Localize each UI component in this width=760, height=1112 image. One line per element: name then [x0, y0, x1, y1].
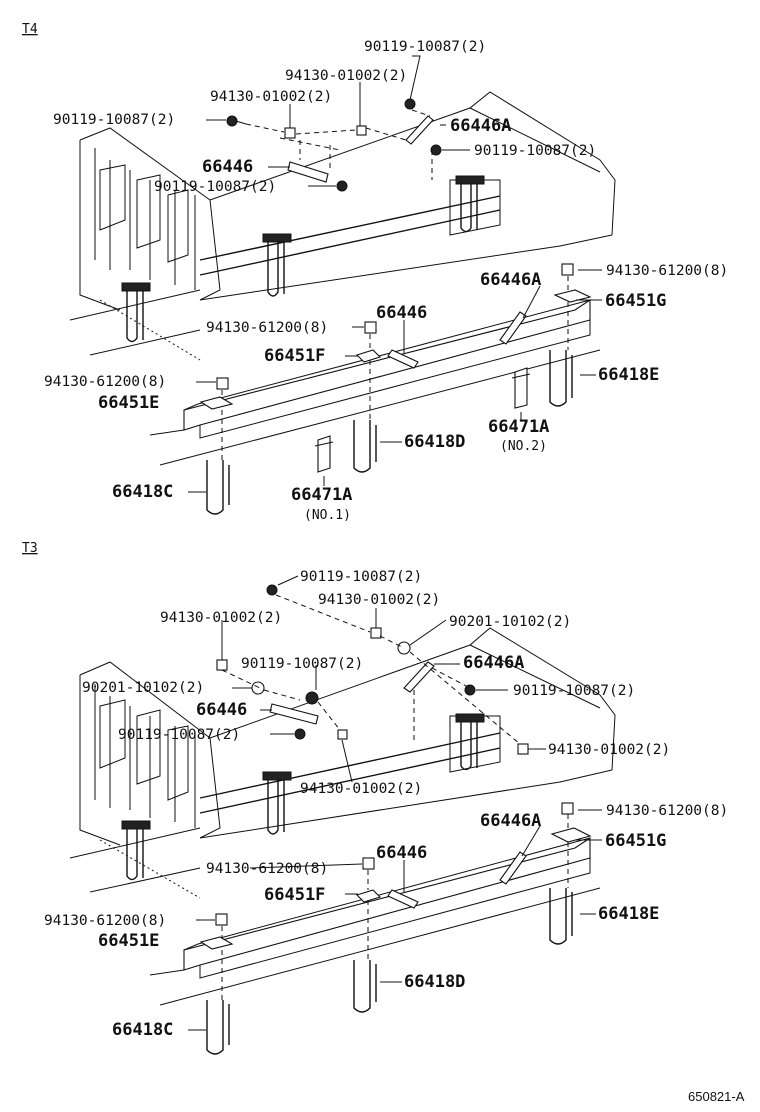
hardware-t4 [199, 98, 592, 515]
part-label: 90201-10102(2) [449, 614, 571, 630]
section-t3: T3 [22, 541, 728, 1055]
part-label: 66446 [376, 303, 427, 323]
part-label: 66446 [196, 700, 247, 720]
part-label: 66418D [404, 432, 465, 452]
part-label: 66451F [264, 346, 325, 366]
part-label: 66446 [376, 843, 427, 863]
part-label: 66471A [291, 485, 352, 505]
part-label: 90119-10087(2) [300, 569, 422, 585]
part-label: 66451G [605, 291, 666, 311]
diagram-reference-code: 650821-A [688, 1089, 745, 1104]
part-label: 66451E [98, 393, 159, 413]
leader-lines-t4 [99, 55, 602, 493]
part-label: 94130-61200(8) [606, 263, 728, 279]
part-label: 94130-61200(8) [44, 374, 166, 390]
part-label: (NO.2) [500, 439, 547, 454]
part-label: 94130-01002(2) [210, 89, 332, 105]
part-label: 94130-61200(8) [44, 913, 166, 929]
part-label: 90119-10087(2) [154, 179, 276, 195]
leader-lines-t3 [99, 575, 602, 1031]
section-tag-t3: T3 [22, 541, 38, 556]
part-label: 94130-01002(2) [318, 592, 440, 608]
part-label: 66446 [202, 157, 253, 177]
part-label: 94130-61200(8) [206, 861, 328, 877]
truck-bed-t3 [69, 627, 616, 893]
body-ubolts-t3 [121, 713, 485, 881]
part-label: 90119-10087(2) [513, 683, 635, 699]
sub-frame-rail-t4 [149, 298, 601, 466]
part-label: 66418E [598, 904, 659, 924]
part-label: 66451E [98, 931, 159, 951]
part-label: 66418C [112, 482, 173, 502]
part-label: 94130-61200(8) [606, 803, 728, 819]
section-tag-t4: T4 [22, 22, 38, 37]
part-label: 66418E [598, 365, 659, 385]
part-label: 66451G [605, 831, 666, 851]
hardware-t3 [199, 584, 592, 1055]
part-label: 94130-01002(2) [285, 68, 407, 84]
part-label: 90119-10087(2) [364, 39, 486, 55]
part-label: 66446A [450, 116, 511, 136]
labels-t3: 90119-10087(2) 94130-01002(2) 94130-0100… [44, 569, 728, 1040]
part-label: 90201-10102(2) [82, 680, 204, 696]
labels-t4: 90119-10087(2) 94130-01002(2) 94130-0100… [44, 39, 728, 523]
part-label: 90119-10087(2) [53, 112, 175, 128]
part-label: 90119-10087(2) [118, 727, 240, 743]
part-label: 94130-01002(2) [300, 781, 422, 797]
part-label: 66471A [488, 417, 549, 437]
section-t4: T4 [22, 22, 728, 523]
part-label: 66446A [480, 270, 541, 290]
part-label: 66451F [264, 885, 325, 905]
part-label: (NO.1) [304, 508, 351, 523]
body-ubolts-t4 [121, 175, 485, 343]
part-label: 94130-61200(8) [206, 320, 328, 336]
part-label: 66446A [463, 653, 524, 673]
sub-frame-rail-t3 [149, 836, 601, 1006]
part-label: 66418D [404, 972, 465, 992]
part-label: 90119-10087(2) [474, 143, 596, 159]
part-label: 90119-10087(2) [241, 656, 363, 672]
part-label: 94130-01002(2) [160, 610, 282, 626]
part-label: 66418C [112, 1020, 173, 1040]
part-label: 66446A [480, 811, 541, 831]
part-label: 94130-01002(2) [548, 742, 670, 758]
